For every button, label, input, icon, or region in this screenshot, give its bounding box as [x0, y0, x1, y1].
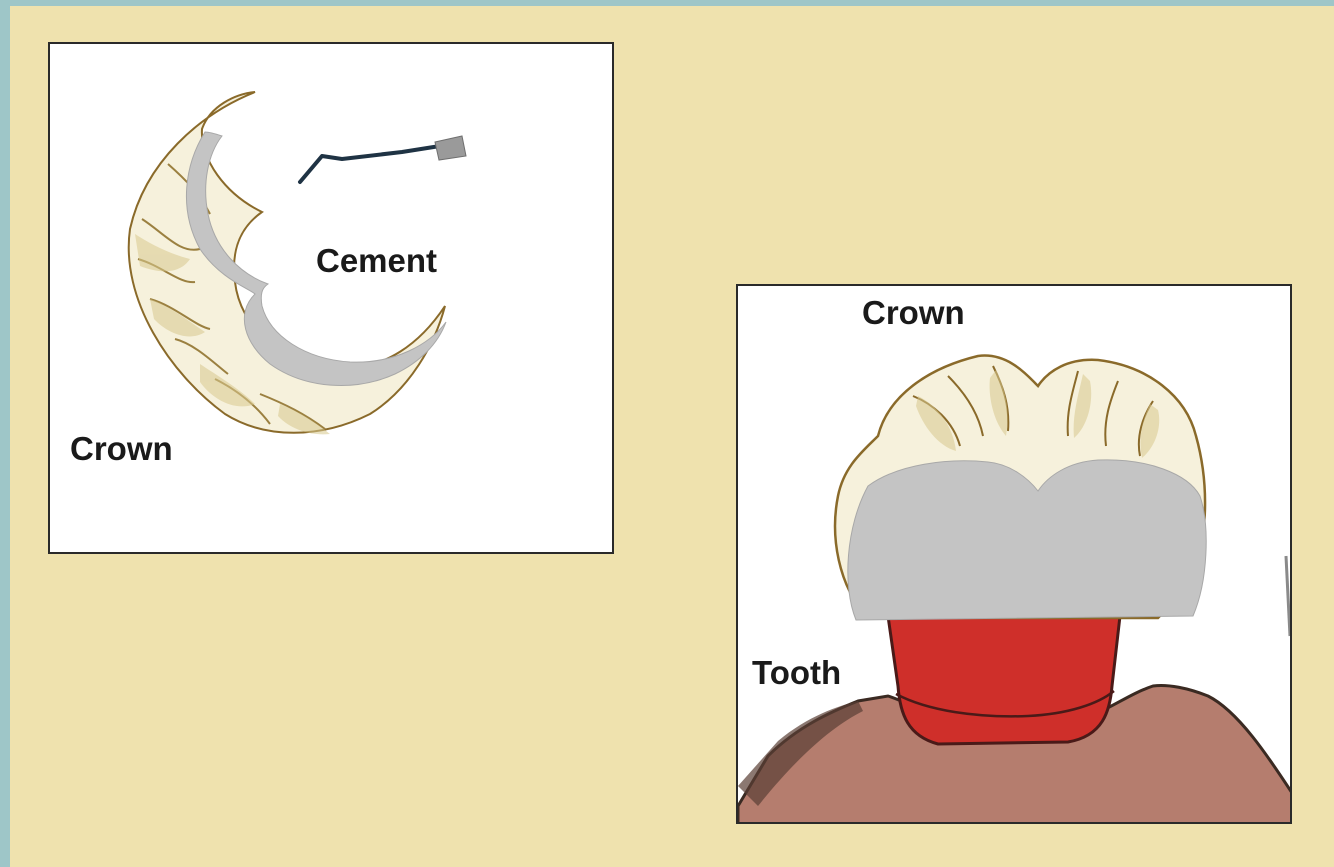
crown-cement-illustration-panel: Cement Crown — [48, 42, 614, 554]
tooth-stump-shape — [888, 616, 1120, 744]
crown-on-tooth-illustration-panel: Crown Tooth — [736, 284, 1292, 824]
crown-label-right: Crown — [862, 296, 965, 329]
dental-probe-icon — [300, 136, 466, 182]
crown-label-left: Crown — [70, 432, 173, 465]
cement-label: Cement — [316, 244, 437, 277]
cement-core-shape — [848, 460, 1206, 620]
crown-cement-illustration — [50, 44, 614, 554]
tooth-label: Tooth — [752, 656, 841, 689]
crown-edge-fragment — [1286, 556, 1290, 636]
crown-on-tooth-illustration — [738, 286, 1292, 824]
